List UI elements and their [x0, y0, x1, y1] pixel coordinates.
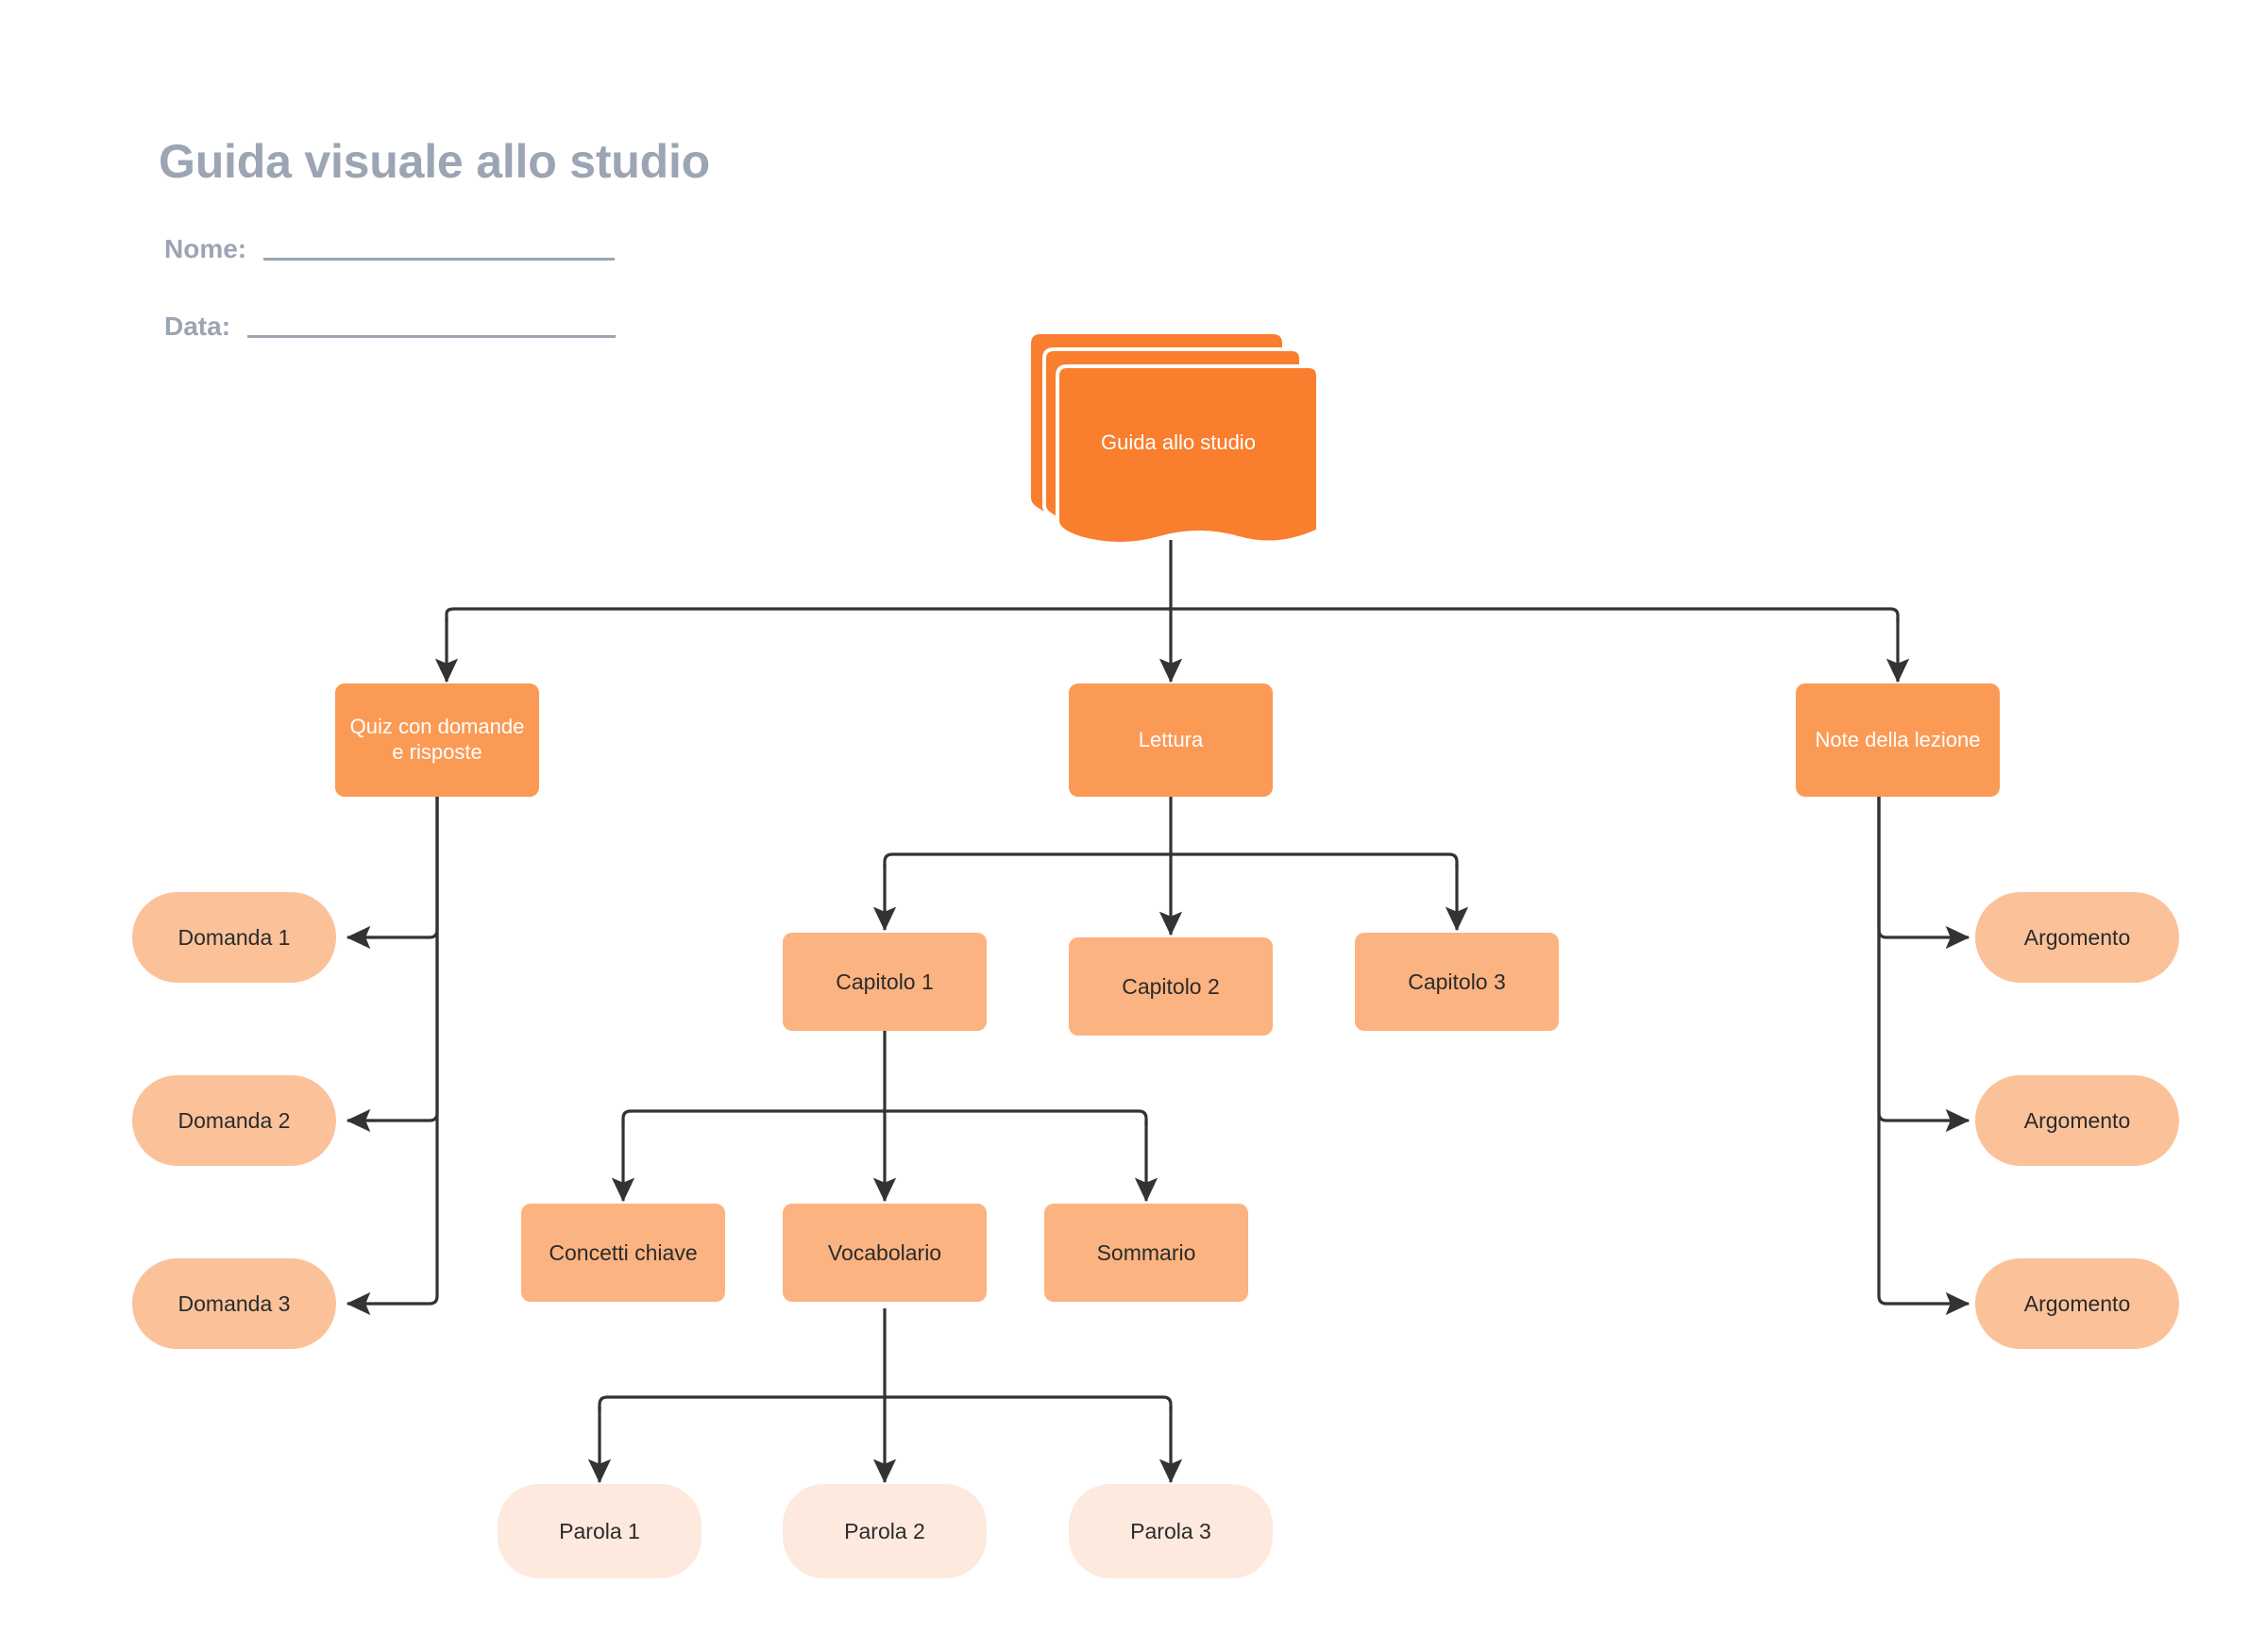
node-quiz[interactable]: Quiz con domande e risposte: [335, 683, 539, 797]
node-vocabolario-label: Vocabolario: [827, 1239, 942, 1265]
node-sommario-label: Sommario: [1096, 1239, 1196, 1265]
node-sommario[interactable]: Sommario: [1044, 1204, 1248, 1302]
node-argomento-2[interactable]: Argomento: [1975, 1075, 2179, 1166]
node-argomento-3-label: Argomento: [2023, 1290, 2131, 1316]
node-domanda-1[interactable]: Domanda 1: [132, 892, 336, 983]
node-capitolo-2-label: Capitolo 2: [1122, 973, 1220, 999]
edge-quiz-domanda2: [346, 797, 439, 1133]
node-capitolo-2[interactable]: Capitolo 2: [1069, 937, 1273, 1036]
node-domanda-1-label: Domanda 1: [178, 924, 291, 950]
node-quiz-label: Quiz con domande e risposte: [349, 715, 525, 764]
node-note-lezione-label: Note della lezione: [1815, 727, 1981, 751]
edge-lettura-bus: [883, 852, 1459, 868]
node-domanda-2[interactable]: Domanda 2: [132, 1075, 336, 1166]
node-vocabolario[interactable]: Vocabolario: [783, 1204, 987, 1302]
node-domanda-3-label: Domanda 3: [178, 1290, 291, 1316]
node-domanda-3[interactable]: Domanda 3: [132, 1258, 336, 1349]
node-capitolo-3-label: Capitolo 3: [1408, 969, 1506, 994]
node-root[interactable]: Guida allo studio: [1020, 329, 1320, 546]
node-root-label: Guida allo studio: [1101, 430, 1256, 454]
field-data-label: Data:: [164, 312, 231, 341]
node-argomento-3[interactable]: Argomento: [1975, 1258, 2179, 1349]
node-parola-2[interactable]: Parola 2: [783, 1484, 987, 1578]
node-capitolo-3[interactable]: Capitolo 3: [1355, 933, 1559, 1031]
node-argomento-1[interactable]: Argomento: [1975, 892, 2179, 983]
node-parola-3-label: Parola 3: [1130, 1518, 1211, 1543]
node-argomento-2-label: Argomento: [2023, 1107, 2131, 1133]
node-lettura[interactable]: Lettura: [1069, 683, 1273, 797]
node-capitolo-1-label: Capitolo 1: [836, 969, 934, 994]
page-title: Guida visuale allo studio: [159, 135, 711, 188]
edge-capitolo1-bus: [621, 1109, 1148, 1125]
node-argomento-1-label: Argomento: [2023, 924, 2131, 950]
node-parola-3[interactable]: Parola 3: [1069, 1484, 1273, 1578]
edge-root-bus: [445, 607, 1900, 623]
edge-quiz-domanda3: [346, 797, 439, 1316]
edge-note-argomento2: [1877, 797, 1970, 1133]
node-lettura-label: Lettura: [1138, 727, 1204, 751]
node-parola-2-label: Parola 2: [844, 1518, 925, 1543]
node-concetti-chiave-label: Concetti chiave: [549, 1239, 698, 1265]
edge-note-argomento3: [1877, 797, 1970, 1316]
node-parola-1[interactable]: Parola 1: [498, 1484, 702, 1578]
field-data-rule[interactable]: [247, 335, 617, 338]
node-capitolo-1[interactable]: Capitolo 1: [783, 933, 987, 1031]
stacked-cards-icon: [1031, 334, 1320, 546]
edge-vocabolario-bus: [598, 1395, 1173, 1411]
field-nome-rule[interactable]: [263, 258, 616, 261]
edge-quiz-domanda1: [346, 797, 439, 950]
field-nome[interactable]: Nome:: [164, 234, 616, 264]
node-note-lezione[interactable]: Note della lezione: [1796, 683, 2000, 797]
field-data[interactable]: Data:: [164, 312, 617, 342]
node-domanda-2-label: Domanda 2: [178, 1107, 291, 1133]
edge-note-argomento1: [1877, 797, 1970, 950]
field-nome-label: Nome:: [164, 234, 247, 263]
node-parola-1-label: Parola 1: [559, 1518, 640, 1543]
node-concetti-chiave[interactable]: Concetti chiave: [521, 1204, 725, 1302]
